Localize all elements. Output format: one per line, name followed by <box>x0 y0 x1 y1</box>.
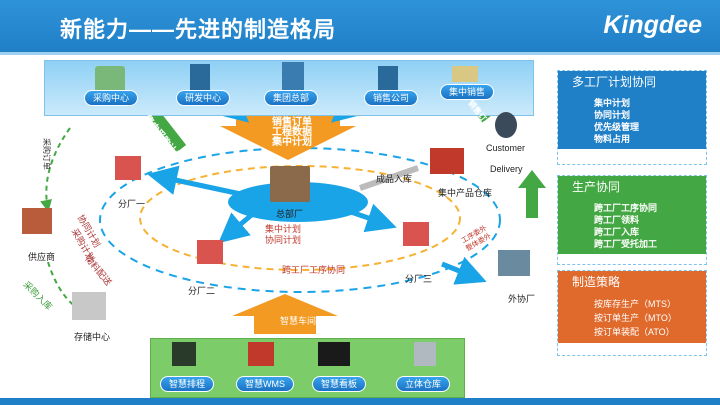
panel-multi-plant: 多工厂计划协同 集中计划 协同计划 优先级管理 物料占用 <box>557 70 707 165</box>
panel-item: 按订单生产（MTO） <box>594 313 677 323</box>
warehouse-container-icon <box>430 148 464 174</box>
customer-label: Customer <box>486 143 526 153</box>
panel-mfg-strategy-body: 按库存生产（MTS） 按订单生产（MTO） 按订单装配（ATO） <box>558 293 706 343</box>
outsource-factory-icon <box>498 250 530 276</box>
panel-production-collab: 生产协同 跨工厂工序协同 跨工厂领料 跨工厂入库 跨工厂受托加工 <box>557 175 707 265</box>
branch-two-label: 分厂二 <box>188 286 216 296</box>
sales-orders-stack: 销售订单 工程数据 集中计划 <box>272 118 312 148</box>
arrow-to-branch3 <box>344 203 397 233</box>
smart-board-pill[interactable]: 智慧看板 <box>312 376 367 392</box>
smart-wms-icon <box>248 342 274 366</box>
panel-mfg-strategy: 制造策略 按库存生产（MTS） 按订单生产（MTO） 按订单装配（ATO） <box>557 270 707 356</box>
sales-orders-line: 销售订单 <box>272 117 312 128</box>
panel-multi-plant-title: 多工厂计划协同 <box>558 71 706 93</box>
center-plan-line: 集中计划 <box>265 224 302 234</box>
page-title: 新能力——先进的制造格局 <box>60 17 337 42</box>
panel-mfg-strategy-title: 制造策略 <box>558 271 706 293</box>
top-node-purchase[interactable]: 采购中心 <box>84 90 139 106</box>
purchase-center-building-icon <box>95 66 125 94</box>
storage-center-icon <box>72 292 106 320</box>
panel-item: 协同计划 <box>594 110 631 120</box>
header-bar: 新能力——先进的制造格局 Kingdee <box>0 0 720 52</box>
panel-item: 跨工厂入库 <box>594 227 640 237</box>
purchase-plan-bar <box>145 105 187 153</box>
bottom-bar <box>0 398 720 405</box>
branch-three-label: 分厂三 <box>405 274 433 284</box>
central-sales-card-icon <box>452 66 478 82</box>
panel-production-collab-body: 跨工厂工序协同 跨工厂领料 跨工厂入库 跨工厂受托加工 <box>558 198 706 254</box>
top-node-group-hq[interactable]: 集团总部 <box>264 90 319 106</box>
purchase-order-label: 采购订单 <box>42 138 51 170</box>
arrow-to-warehouse <box>359 165 419 191</box>
branch-two-factory-icon <box>197 240 223 264</box>
top-down-arrow <box>220 116 356 160</box>
panel-item: 按库存生产（MTS） <box>594 299 676 309</box>
branch-one-label: 分厂一 <box>118 199 146 209</box>
central-plan-line: 集中计划 <box>272 137 312 148</box>
delivery-up-arrow <box>518 170 546 218</box>
supplier-label: 供应商 <box>28 252 56 262</box>
center-plans: 集中计划 协同计划 <box>265 224 301 246</box>
sales-company-building-icon <box>378 66 398 94</box>
rd-center-building-icon <box>190 64 210 92</box>
smart-workshop-label: 智慧车间 <box>280 316 317 326</box>
engineering-data-line: 工程数据 <box>272 127 312 138</box>
kingdee-logo: Kingdee <box>603 11 702 39</box>
top-node-central-sales[interactable]: 集中销售 <box>440 84 495 100</box>
delivery-label: Delivery <box>490 164 523 174</box>
collab-label: 跨工厂工序协同 <box>282 265 346 275</box>
auto-warehouse-pill[interactable]: 立体仓库 <box>396 376 451 392</box>
center-disc <box>228 182 368 222</box>
central-warehouse-label: 集中产品仓库 <box>438 188 493 198</box>
auto-warehouse-icon <box>414 342 436 366</box>
smart-schedule-pill[interactable]: 智慧排程 <box>160 376 215 392</box>
panel-item: 按订单装配（ATO） <box>594 327 675 337</box>
group-hq-building-icon <box>282 62 304 90</box>
finished-in-label: 成品入库 <box>376 174 413 184</box>
arrow-to-branch2 <box>218 210 257 244</box>
branch-one-factory-icon <box>115 156 141 180</box>
panel-item: 优先级管理 <box>594 122 640 132</box>
smart-wms-pill[interactable]: 智慧WMS <box>236 376 294 392</box>
panel-item: 跨工厂领料 <box>594 215 640 225</box>
collab-plan-line: 协同计划 <box>265 235 302 245</box>
storage-label: 存储中心 <box>74 332 111 342</box>
outsource-label: 外协厂 <box>508 294 536 304</box>
bottom-up-arrow <box>232 294 338 334</box>
customer-person-icon <box>495 112 517 138</box>
supplier-store-icon <box>22 208 52 234</box>
panel-multi-plant-body: 集中计划 协同计划 优先级管理 物料占用 <box>558 93 706 149</box>
panel-item: 跨工厂受托加工 <box>594 239 658 249</box>
panel-item: 集中计划 <box>594 98 631 108</box>
header-strip <box>0 52 720 55</box>
hq-factory-icon <box>270 166 310 202</box>
panel-item: 物料占用 <box>594 134 631 144</box>
panel-production-collab-title: 生产协同 <box>558 176 706 198</box>
smart-schedule-icon <box>172 342 196 366</box>
hq-factory-label: 总部厂 <box>276 209 304 219</box>
arrow-to-outsource <box>441 256 487 285</box>
arrow-to-branch1 <box>147 165 251 199</box>
green-loop-top <box>40 127 71 212</box>
top-node-sales-company[interactable]: 销售公司 <box>364 90 419 106</box>
smart-board-icon <box>318 342 350 366</box>
top-node-rd[interactable]: 研发中心 <box>176 90 231 106</box>
panel-item: 跨工厂工序协同 <box>594 203 658 213</box>
branch-three-factory-icon <box>403 222 429 246</box>
